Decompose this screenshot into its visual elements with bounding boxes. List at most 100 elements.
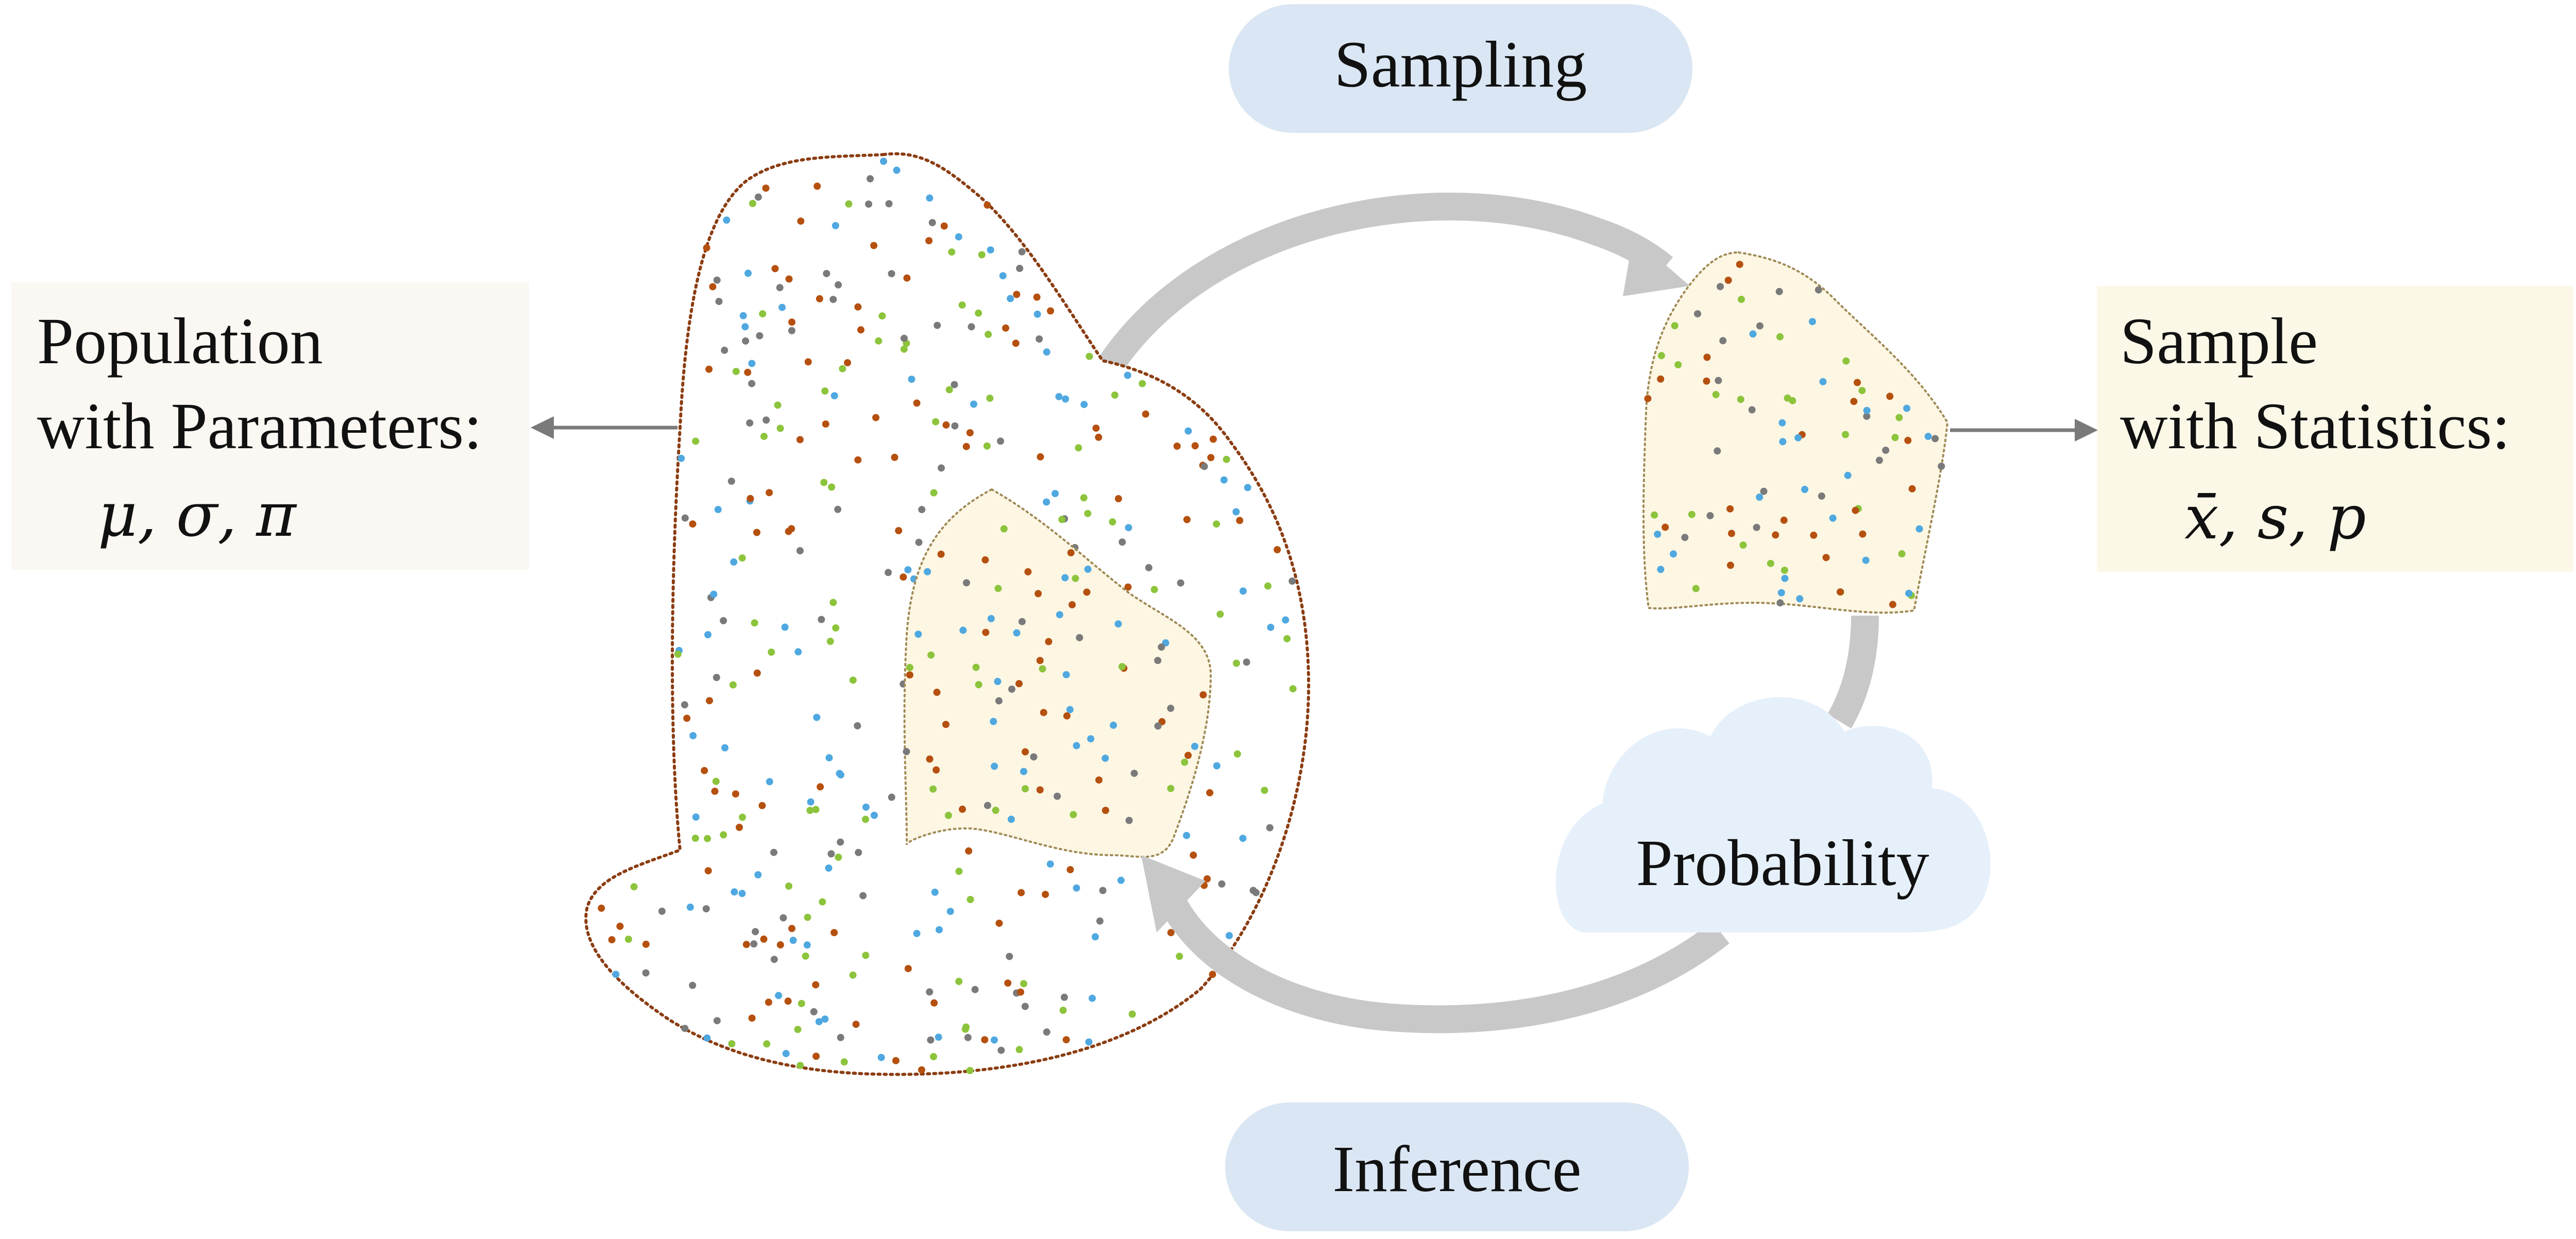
population-dot: [706, 697, 713, 705]
population-dot: [832, 624, 840, 632]
population-dot: [1232, 659, 1240, 667]
sample-dot: [1076, 634, 1083, 641]
population-dot: [624, 936, 632, 943]
population-dot: [862, 952, 870, 959]
population-dot: [1080, 494, 1088, 502]
population-dot: [839, 365, 846, 372]
population-dot: [942, 421, 950, 429]
population-dot: [802, 952, 809, 960]
population-dot: [810, 1008, 818, 1015]
population-dot: [825, 864, 833, 872]
population-dot: [736, 824, 743, 831]
population-dot: [760, 935, 768, 943]
sample-dot: [1018, 618, 1026, 625]
population-dot: [1124, 583, 1132, 591]
population-dot: [822, 420, 829, 428]
inference-pill: [1225, 1102, 1689, 1231]
population-dot: [760, 433, 768, 440]
sample-dot: [1657, 566, 1665, 573]
sample-dot: [927, 651, 935, 659]
sample-dot: [1796, 595, 1804, 603]
population-dot: [752, 928, 759, 936]
population-dot: [794, 648, 802, 656]
population-dot: [978, 251, 986, 259]
population-dot: [885, 569, 892, 576]
sample-dot: [1808, 318, 1816, 326]
sample-dot: [995, 697, 1003, 705]
population-dot: [781, 623, 789, 631]
sample-dot: [1070, 811, 1077, 819]
population-dot: [709, 283, 717, 291]
population-dot: [1012, 340, 1020, 347]
population-dot: [1075, 444, 1082, 452]
sample-pointer-arrow: [1950, 419, 2098, 442]
population-dot: [798, 999, 805, 1007]
population-dot: [1092, 425, 1100, 432]
sample-dot: [1657, 352, 1665, 360]
population-dot: [913, 399, 921, 407]
population-dot: [727, 478, 735, 485]
population-dot: [836, 770, 843, 777]
population-dot: [951, 381, 958, 388]
population-dot: [888, 793, 895, 801]
sample-dot: [1737, 396, 1744, 403]
population-dot: [892, 1057, 900, 1064]
population-dots: [598, 158, 1297, 1074]
population-dot: [677, 454, 685, 462]
population-dot: [762, 184, 770, 192]
population-dot: [1084, 510, 1092, 517]
population-dot: [832, 222, 839, 229]
population-dot: [1183, 516, 1191, 523]
inference-label-group: Inference: [1225, 1102, 1689, 1231]
population-dot: [1190, 851, 1197, 859]
population-dot: [821, 1015, 829, 1023]
sample-dot: [1719, 337, 1727, 345]
sample-dots: [1644, 261, 1945, 608]
sample-dot: [1904, 436, 1912, 444]
sample-dot: [1715, 377, 1722, 384]
population-dot: [854, 456, 862, 464]
population-dot: [1052, 490, 1059, 497]
sample-dot: [942, 721, 950, 728]
population-dot: [1111, 391, 1118, 399]
population-dot: [1016, 265, 1024, 272]
population-dot: [913, 929, 921, 937]
population-dot: [965, 847, 973, 855]
population-pointer-arrow: [531, 416, 677, 439]
population-dot: [1037, 453, 1044, 461]
population-dot: [928, 219, 936, 227]
population-dot: [831, 392, 838, 400]
population-dot: [713, 674, 720, 681]
population-dot: [739, 813, 746, 821]
sampling-arc: [1053, 192, 1673, 496]
population-dot: [875, 337, 883, 345]
sample-dot: [1083, 588, 1091, 596]
population-dot: [990, 1036, 998, 1044]
sample-dot: [959, 626, 967, 634]
sample-dot: [906, 671, 913, 679]
population-dot: [827, 850, 835, 858]
population-dot: [1073, 884, 1080, 892]
population-dot: [995, 920, 1003, 927]
population-dot: [962, 443, 970, 450]
sample-dot: [1931, 435, 1939, 443]
population-dot: [1220, 476, 1228, 484]
sample-dot: [1903, 404, 1910, 412]
population-dot: [720, 617, 727, 624]
population-dot: [831, 929, 838, 937]
population-dot: [689, 520, 697, 528]
sample-dot: [1875, 456, 1883, 464]
sample-dot: [1681, 534, 1689, 541]
sample-title: Sample: [2120, 304, 2318, 378]
population-dot: [958, 301, 966, 309]
population-dot: [1124, 371, 1131, 379]
population-dot: [888, 270, 895, 278]
population-dot: [1059, 1007, 1067, 1014]
population-dot: [915, 538, 923, 546]
sample-dot: [1753, 523, 1760, 531]
population-dot: [754, 871, 762, 878]
population-dot: [785, 882, 792, 890]
population-dot: [776, 284, 784, 292]
sample-dot: [1736, 261, 1743, 268]
population-dot: [1033, 293, 1041, 301]
